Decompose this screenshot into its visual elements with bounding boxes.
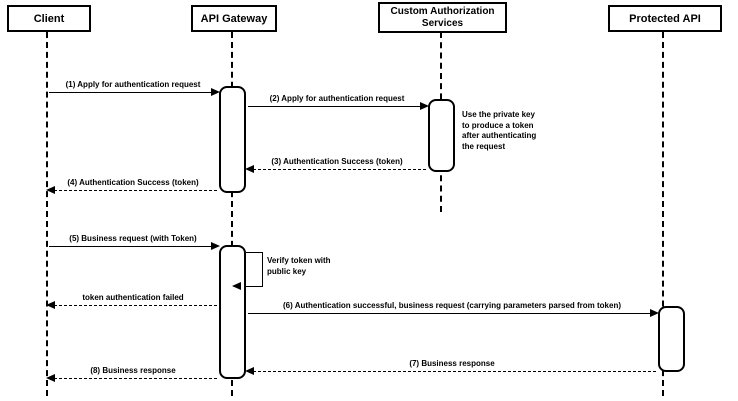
arrowhead-left-icon — [46, 186, 55, 194]
message-1-line — [49, 92, 217, 93]
message-6-label: (6) Authentication successful, business … — [282, 301, 622, 310]
message-4-line — [49, 190, 217, 191]
lifeline-api-gateway — [231, 32, 233, 396]
actor-client: Client — [7, 5, 91, 32]
message-7-label: (7) Business response — [409, 359, 495, 368]
message-2-apply-authentication: (2) Apply for authentication request — [246, 93, 429, 110]
message-token-authentication-failed-line — [49, 305, 217, 306]
actor-custom-authorization-services: Custom Authorization Services — [378, 2, 507, 33]
message-8-label: (8) Business response — [90, 366, 176, 375]
arrowhead-left-icon — [46, 374, 55, 382]
lifeline-client — [46, 32, 48, 396]
arrowhead-right-icon — [420, 102, 429, 110]
message-6-authentication-successful-business-request: (6) Authentication successful, business … — [246, 300, 659, 317]
arrowhead-right-icon — [650, 309, 659, 317]
activation-api-gateway-business — [219, 245, 246, 379]
arrowhead-left-icon — [232, 282, 241, 290]
message-6-line — [248, 313, 656, 314]
message-1-apply-authentication: (1) Apply for authentication request — [47, 79, 220, 96]
arrowhead-left-icon — [245, 165, 254, 173]
message-5-label: (5) Business request (with Token) — [69, 234, 197, 243]
activation-custom-authorization-services — [428, 99, 455, 172]
arrowhead-left-icon — [245, 367, 254, 375]
activation-protected-api — [658, 306, 685, 372]
arrowhead-right-icon — [211, 88, 220, 96]
message-token-authentication-failed: token authentication failed — [46, 292, 219, 309]
message-3-line — [248, 169, 426, 170]
lifeline-protected-api — [662, 32, 664, 396]
message-7-line — [248, 371, 656, 372]
self-message-verify-token-label: Verify token with public key — [267, 256, 331, 276]
note-private-key: Use the private key to produce a token a… — [462, 110, 537, 151]
activation-api-gateway-auth — [219, 86, 246, 193]
message-3-label: (3) Authentication Success (token) — [271, 157, 403, 166]
message-4-label: (4) Authentication Success (token) — [67, 178, 199, 187]
actor-protected-api: Protected API — [608, 5, 722, 32]
arrowhead-left-icon — [46, 301, 55, 309]
message-8-business-response: (8) Business response — [46, 365, 219, 382]
message-5-line — [49, 246, 217, 247]
message-3-authentication-success: (3) Authentication Success (token) — [245, 156, 428, 173]
message-1-label: (1) Apply for authentication request — [65, 80, 201, 89]
message-5-business-request: (5) Business request (with Token) — [47, 233, 220, 250]
message-2-label: (2) Apply for authentication request — [269, 94, 405, 103]
message-8-line — [49, 378, 217, 379]
message-2-line — [248, 106, 426, 107]
message-token-authentication-failed-label: token authentication failed — [82, 293, 184, 302]
arrowhead-right-icon — [211, 242, 220, 250]
message-7-business-response: (7) Business response — [245, 358, 658, 375]
self-message-verify-token — [232, 252, 263, 290]
actor-api-gateway: API Gateway — [191, 5, 277, 32]
message-4-authentication-success: (4) Authentication Success (token) — [46, 177, 219, 194]
